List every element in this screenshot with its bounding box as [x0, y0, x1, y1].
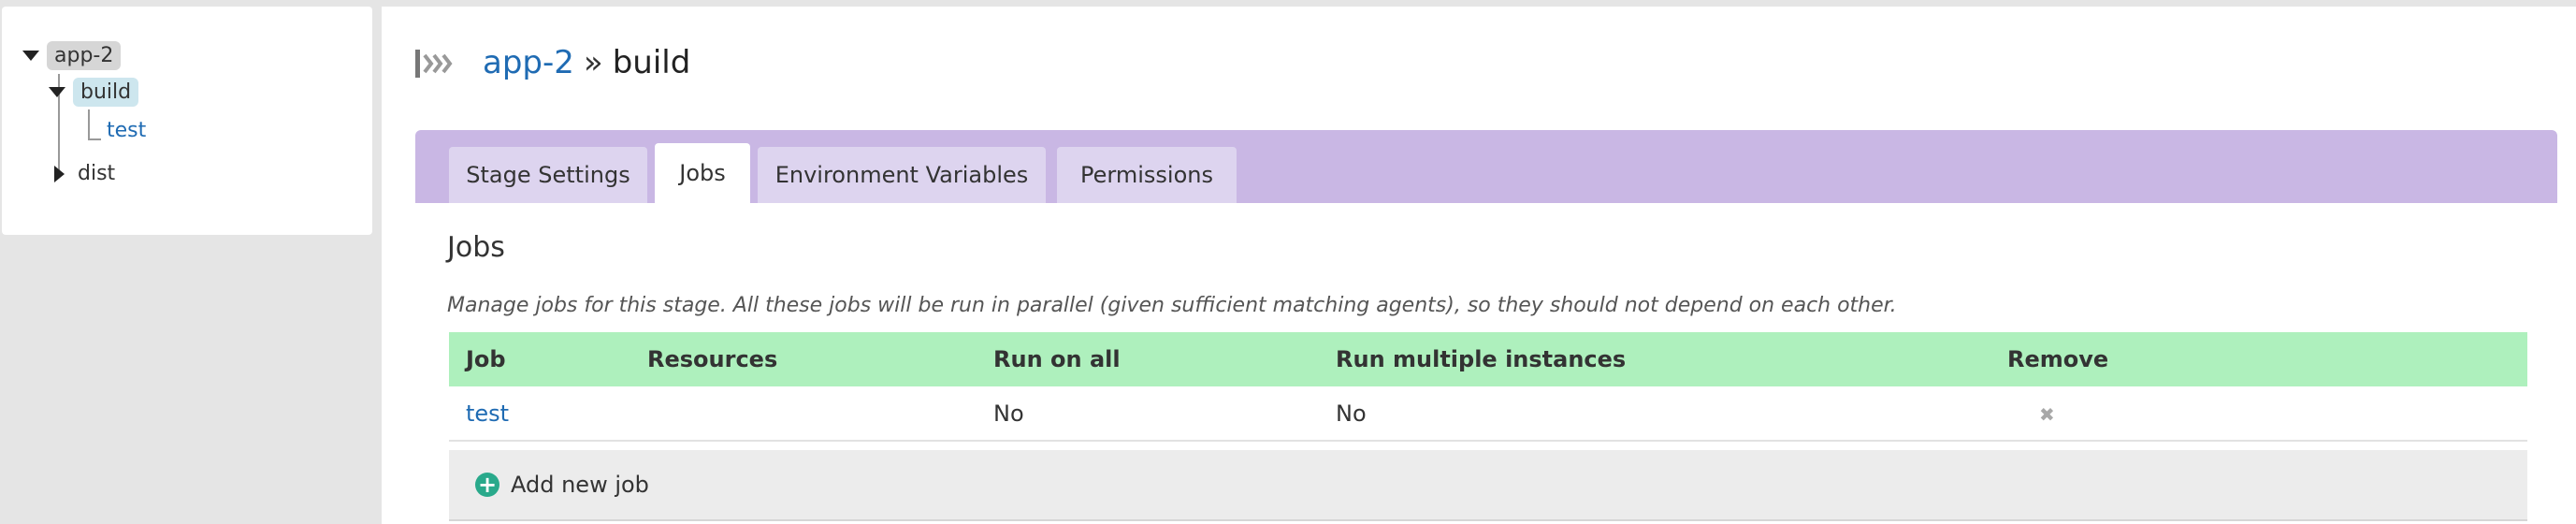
jobs-table: Job Resources Run on all Run multiple in… [449, 332, 2527, 442]
job-run-on-all-cell: No [977, 386, 1319, 442]
breadcrumb-separator: » [583, 44, 603, 81]
job-name-cell: test [449, 386, 630, 442]
pipeline-tree-panel: app-2 build test dist [2, 7, 372, 235]
stage-tabs-bar: Stage Settings Jobs Environment Variable… [415, 130, 2557, 203]
tab-environment-variables[interactable]: Environment Variables [758, 147, 1046, 203]
tree-label-build[interactable]: build [73, 78, 139, 107]
column-header-run-multiple-instances: Run multiple instances [1319, 332, 1990, 386]
section-description: Manage jobs for this stage. All these jo… [447, 294, 1897, 317]
tree-label-dist[interactable]: dist [78, 162, 116, 185]
tree-connector [58, 74, 60, 173]
tree-connector [88, 109, 90, 140]
caret-down-icon[interactable] [49, 87, 65, 97]
section-title: Jobs [447, 231, 505, 264]
table-row: test No No ✖ [449, 386, 2527, 442]
job-run-multiple-instances-cell: No [1319, 386, 1990, 442]
breadcrumb-stage: build [612, 44, 691, 81]
job-remove-cell: ✖ [1990, 386, 2527, 442]
tree-connector [88, 138, 101, 140]
tree-node-app-2: app-2 [22, 41, 122, 70]
table-header-row: Job Resources Run on all Run multiple in… [449, 332, 2527, 386]
column-header-remove: Remove [1990, 332, 2527, 386]
tab-permissions[interactable]: Permissions [1057, 147, 1237, 203]
tree-label-app-2[interactable]: app-2 [47, 41, 122, 70]
breadcrumb: app-2 » build [415, 44, 690, 81]
main-panel: app-2 » build Stage Settings Jobs Enviro… [382, 7, 2576, 524]
breadcrumb-pipeline-link[interactable]: app-2 [483, 44, 574, 81]
tree-node-test: test [107, 119, 146, 142]
tab-stage-settings[interactable]: Stage Settings [449, 147, 647, 203]
remove-x-icon[interactable]: ✖ [2039, 402, 2055, 426]
column-header-job: Job [449, 332, 630, 386]
add-new-job-button[interactable]: + Add new job [449, 450, 2527, 521]
pipeline-arrows-icon [415, 50, 453, 78]
jobs-content: Jobs Manage jobs for this stage. All the… [447, 231, 2533, 317]
tree-node-dist: dist [54, 162, 115, 185]
tree-label-test[interactable]: test [107, 119, 147, 142]
column-header-resources: Resources [630, 332, 977, 386]
caret-down-icon[interactable] [22, 51, 39, 61]
tab-jobs[interactable]: Jobs [655, 143, 750, 203]
column-header-run-on-all: Run on all [977, 332, 1319, 386]
job-resources-cell [630, 386, 977, 442]
plus-circle-icon: + [475, 473, 499, 497]
caret-right-icon[interactable] [54, 165, 65, 182]
tree-node-build: build [49, 78, 139, 107]
add-new-job-label: Add new job [511, 472, 649, 498]
job-link[interactable]: test [466, 400, 510, 427]
